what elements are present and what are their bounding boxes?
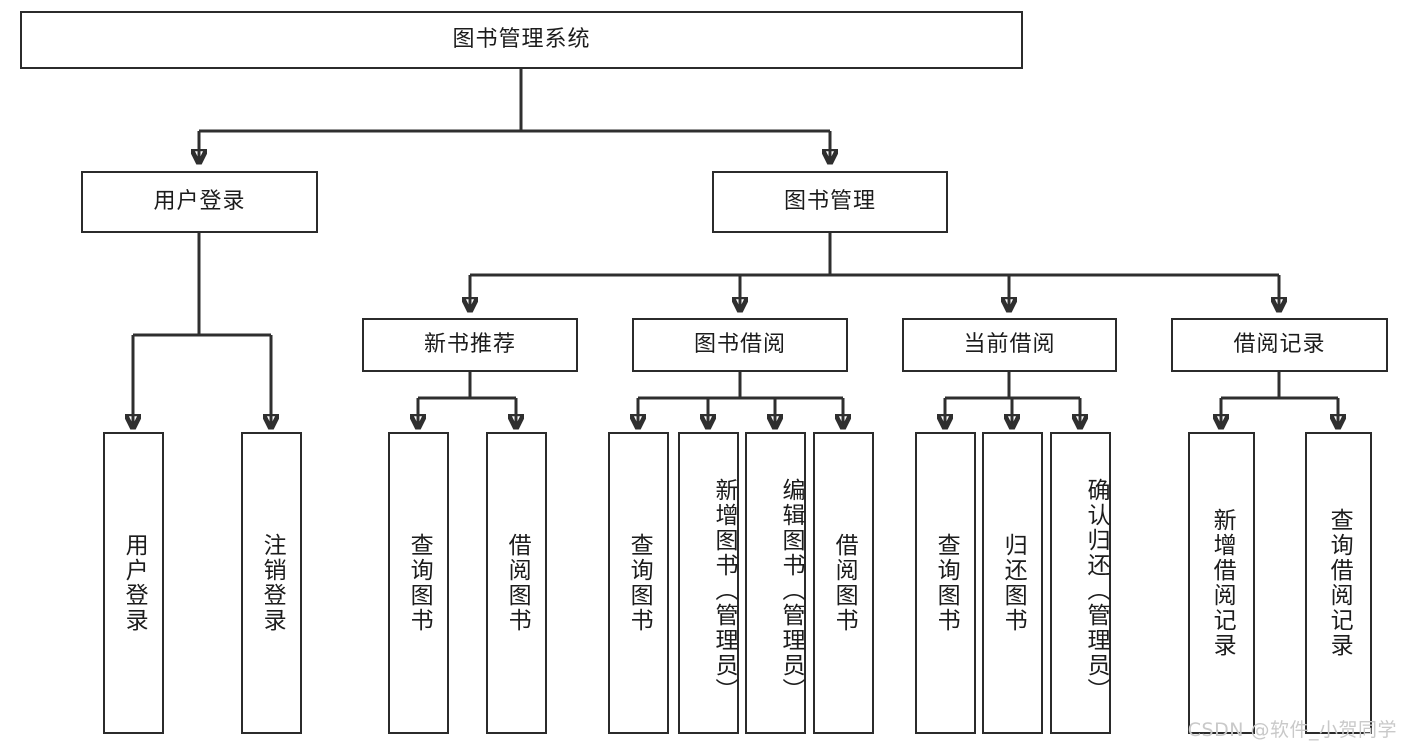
node-book-borrow[interactable]: 图书借阅: [632, 318, 848, 372]
node-user-login[interactable]: 用户登录: [81, 171, 318, 233]
node-label: 新增图书（管理员）: [711, 477, 737, 703]
node-borrow-record[interactable]: 借阅记录: [1171, 318, 1388, 372]
node-label: 图书管理: [783, 188, 876, 214]
node-label: 查询借阅记录: [1326, 508, 1353, 658]
node-label: 用户登录: [153, 188, 246, 214]
node-label: 确认归还（管理员）: [1083, 477, 1109, 703]
leaf-user-login-login[interactable]: 用户登录: [103, 432, 164, 734]
node-label: 借阅图书: [831, 533, 858, 633]
node-label: 查询图书: [406, 533, 433, 633]
leaf-book-borrow-borrow[interactable]: 借阅图书: [813, 432, 874, 734]
leaf-current-borrow-confirm-admin[interactable]: 确认归还（管理员）: [1050, 432, 1111, 734]
node-label: 借阅图书: [504, 533, 531, 633]
node-label: 借阅记录: [1233, 331, 1326, 357]
node-root-system[interactable]: 图书管理系统: [20, 11, 1023, 69]
node-label: 图书管理系统: [452, 26, 591, 52]
node-book-management[interactable]: 图书管理: [712, 171, 948, 233]
leaf-current-borrow-return[interactable]: 归还图书: [982, 432, 1043, 734]
node-current-borrow[interactable]: 当前借阅: [902, 318, 1117, 372]
leaf-book-borrow-edit-admin[interactable]: 编辑图书（管理员）: [745, 432, 806, 734]
node-label: 用户登录: [121, 533, 148, 633]
node-label: 新增借阅记录: [1209, 508, 1236, 658]
leaf-book-borrow-query[interactable]: 查询图书: [608, 432, 669, 734]
leaf-current-borrow-query[interactable]: 查询图书: [915, 432, 976, 734]
node-label: 归还图书: [1000, 533, 1027, 633]
node-label: 编辑图书（管理员）: [778, 477, 804, 703]
node-label: 查询图书: [933, 533, 960, 633]
leaf-user-login-logout[interactable]: 注销登录: [241, 432, 302, 734]
node-new-book-recommend[interactable]: 新书推荐: [362, 318, 578, 372]
leaf-book-borrow-add-admin[interactable]: 新增图书（管理员）: [678, 432, 739, 734]
node-label: 新书推荐: [423, 331, 516, 357]
node-label: 注销登录: [259, 533, 286, 633]
node-label: 查询图书: [626, 533, 653, 633]
leaf-new-book-borrow[interactable]: 借阅图书: [486, 432, 547, 734]
csdn-watermark: CSDN @软件_小贺同学: [1187, 719, 1397, 741]
node-label: 当前借阅: [963, 331, 1056, 357]
leaf-new-book-query[interactable]: 查询图书: [388, 432, 449, 734]
node-label: 图书借阅: [693, 331, 786, 357]
leaf-borrow-record-query[interactable]: 查询借阅记录: [1305, 432, 1372, 734]
leaf-borrow-record-add[interactable]: 新增借阅记录: [1188, 432, 1255, 734]
